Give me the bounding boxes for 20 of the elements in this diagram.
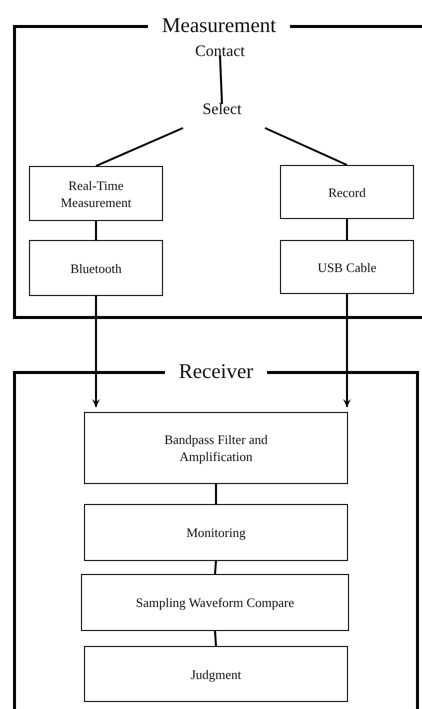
step-label: Contact <box>195 43 245 61</box>
connector-line <box>215 484 217 504</box>
process-box: Bluetooth <box>29 240 163 296</box>
connector-line <box>214 630 217 646</box>
process-box: USB Cable <box>280 240 414 294</box>
connector-line <box>219 56 223 104</box>
connector-line <box>214 560 217 574</box>
process-box: Bandpass Filter and Amplification <box>84 412 348 484</box>
step-label: Select <box>202 101 242 119</box>
connector-line <box>95 221 97 240</box>
process-box: Record <box>280 165 414 219</box>
connector-line <box>264 127 348 166</box>
arrow <box>92 296 100 407</box>
process-box: Monitoring <box>84 504 348 561</box>
arrow <box>343 294 351 407</box>
connector-line <box>96 127 184 167</box>
process-box: Judgment <box>84 646 348 702</box>
process-box: Sampling Waveform Compare <box>81 574 349 631</box>
connector-line <box>346 219 348 240</box>
process-box: Real-Time Measurement <box>29 166 163 221</box>
